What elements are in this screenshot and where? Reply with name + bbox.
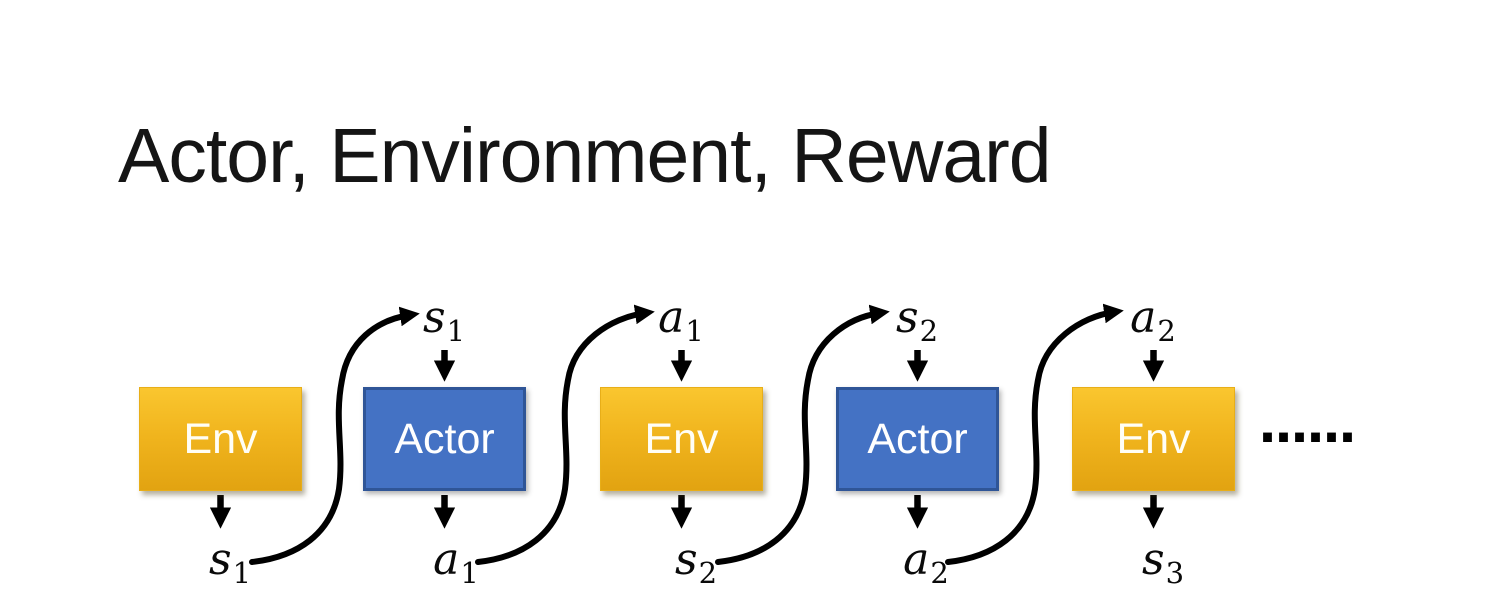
label-top-a1-base: a bbox=[658, 292, 685, 343]
label-top-s2-base: s bbox=[895, 292, 919, 343]
label-top-a1: a1 bbox=[626, 292, 736, 346]
label-bottom-s1-base: s bbox=[208, 534, 232, 585]
label-bottom-s3-sub: 3 bbox=[1165, 556, 1185, 590]
actor-box-2-label: Actor bbox=[867, 414, 968, 463]
label-bottom-a1: a1 bbox=[401, 534, 511, 588]
label-bottom-s3-base: s bbox=[1141, 534, 1165, 585]
label-bottom-s1: s1 bbox=[175, 534, 285, 588]
label-top-a2: a2 bbox=[1098, 292, 1208, 346]
slide-title: Actor, Environment, Reward bbox=[118, 113, 1052, 199]
label-bottom-s2-base: s bbox=[674, 534, 698, 585]
env-box-3: Env bbox=[1072, 387, 1235, 491]
env-box-2-label: Env bbox=[644, 414, 719, 463]
label-bottom-s3: s3 bbox=[1108, 534, 1218, 588]
env-box-3-label: Env bbox=[1116, 414, 1191, 463]
label-bottom-s2: s2 bbox=[641, 534, 751, 588]
label-bottom-a2: a2 bbox=[871, 534, 981, 588]
label-top-s1: s1 bbox=[389, 292, 499, 346]
label-top-s1-base: s bbox=[422, 292, 446, 343]
label-bottom-a2-sub: 2 bbox=[930, 556, 949, 590]
label-bottom-s2-sub: 2 bbox=[698, 556, 718, 590]
label-top-s2: s2 bbox=[862, 292, 972, 346]
env-box-1: Env bbox=[139, 387, 302, 491]
actor-box-1-label: Actor bbox=[394, 414, 495, 463]
actor-box-1: Actor bbox=[363, 387, 526, 491]
env-box-2: Env bbox=[600, 387, 763, 491]
label-bottom-a2-base: a bbox=[903, 534, 930, 585]
continuation-ellipsis: ...... bbox=[1258, 396, 1357, 454]
label-bottom-s1-sub: 1 bbox=[232, 556, 252, 590]
label-top-s2-sub: 2 bbox=[919, 314, 939, 348]
label-bottom-a1-sub: 1 bbox=[460, 556, 479, 590]
label-top-a2-sub: 2 bbox=[1157, 314, 1176, 348]
label-top-s1-sub: 1 bbox=[446, 314, 466, 348]
env-box-1-label: Env bbox=[183, 414, 258, 463]
label-top-a2-base: a bbox=[1130, 292, 1157, 343]
actor-box-2: Actor bbox=[836, 387, 999, 491]
label-bottom-a1-base: a bbox=[433, 534, 460, 585]
label-top-a1-sub: 1 bbox=[685, 314, 704, 348]
